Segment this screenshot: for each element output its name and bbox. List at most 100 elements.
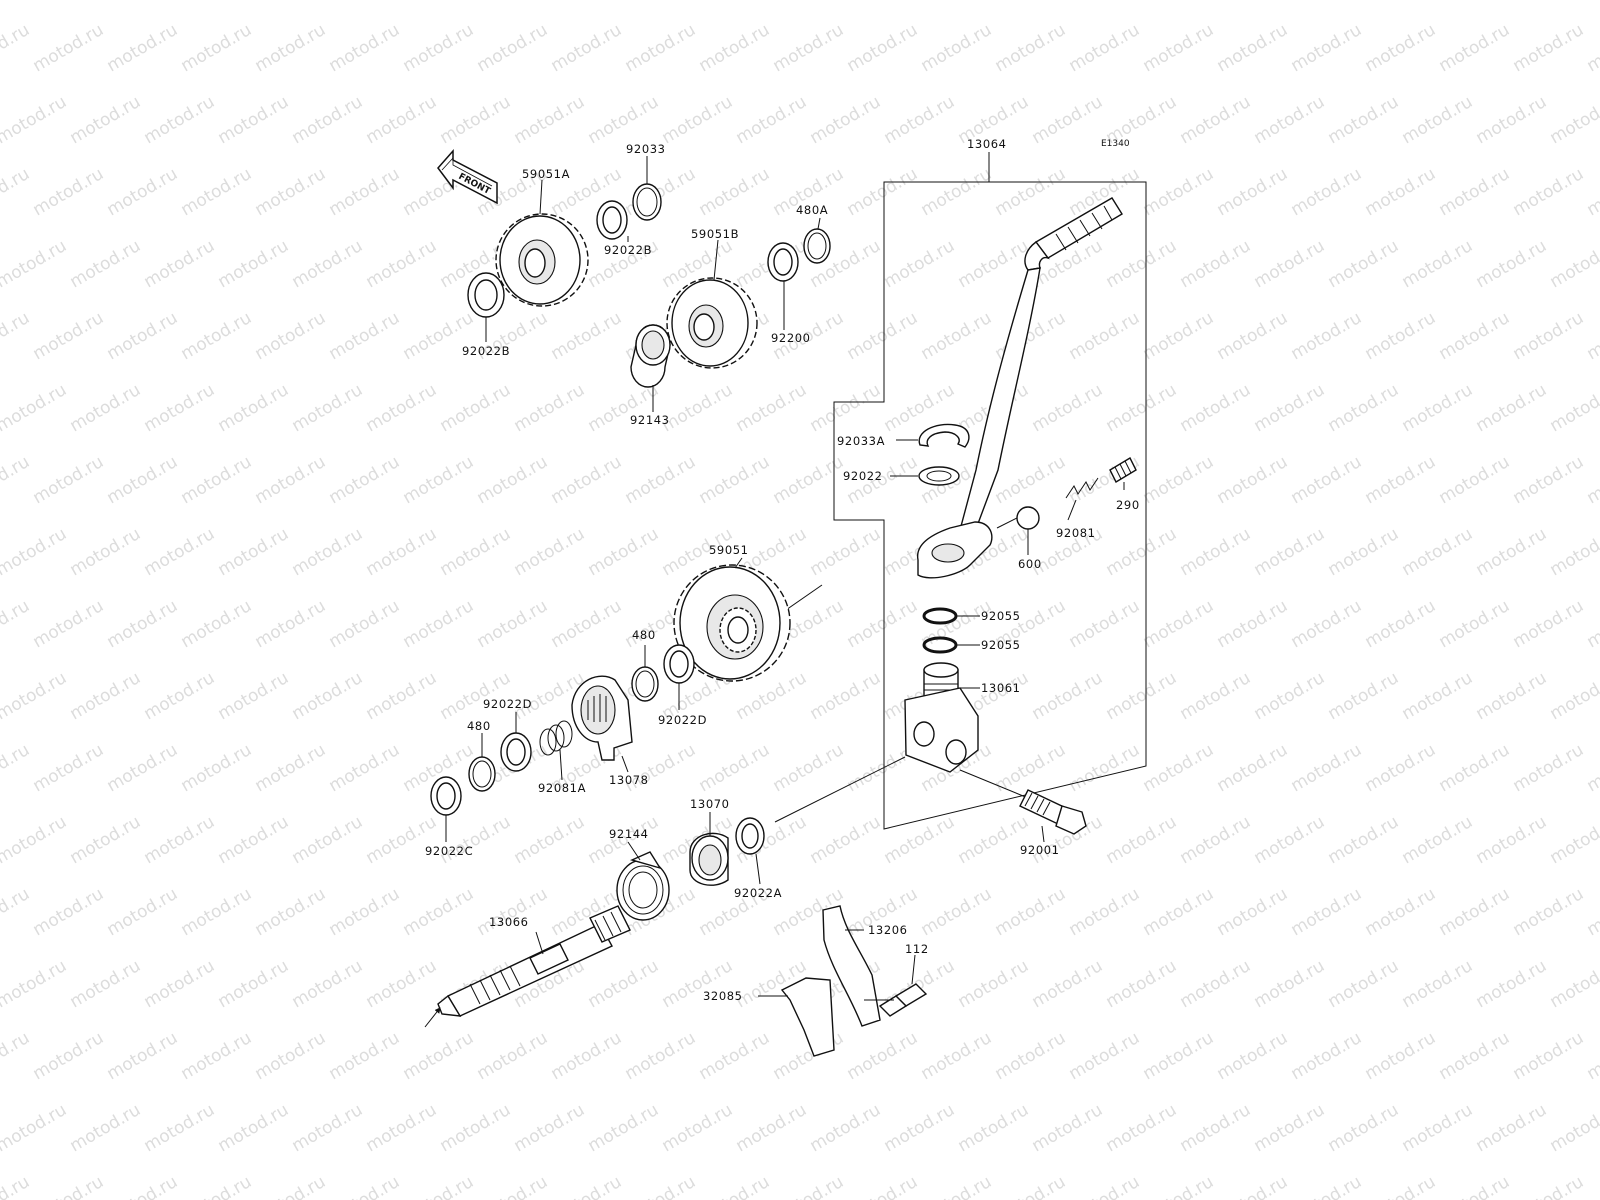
watermark-text: motod.ru <box>104 308 182 364</box>
watermark-text: motod.ru <box>585 956 663 1012</box>
watermark-text: motod.ru <box>0 164 33 220</box>
watermark-text: motod.ru <box>437 524 515 580</box>
watermark-text: motod.ru <box>215 812 293 868</box>
watermark-text: motod.ru <box>289 956 367 1012</box>
watermark-text: motod.ru <box>474 1172 552 1200</box>
label-59051A: 59051A <box>522 167 570 181</box>
watermark-text: motod.ru <box>955 0 1033 4</box>
watermark-text: motod.ru <box>0 956 70 1012</box>
watermark-text: motod.ru <box>1325 0 1403 4</box>
watermark-text: motod.ru <box>1288 308 1366 364</box>
label-480-left: 480 <box>467 719 491 733</box>
watermark-text: motod.ru <box>474 452 552 508</box>
watermark-text: motod.ru <box>955 956 1033 1012</box>
watermark-text: motod.ru <box>215 0 293 4</box>
watermark-text: motod.ru <box>955 1100 1033 1156</box>
label-92033A: 92033A <box>837 434 885 448</box>
watermark-text: motod.ru <box>1473 92 1551 148</box>
bolt-92001 <box>959 769 1087 835</box>
watermark-text: motod.ru <box>696 20 774 76</box>
watermark-text: motod.ru <box>1399 524 1477 580</box>
watermark-text: motod.ru <box>215 668 293 724</box>
watermark-text: motod.ru <box>770 20 848 76</box>
watermark-text: motod.ru <box>215 380 293 436</box>
watermark-text: motod.ru <box>1066 884 1144 940</box>
watermark-text: motod.ru <box>252 1028 330 1084</box>
watermark-text: motod.ru <box>178 884 256 940</box>
watermark-text: motod.ru <box>289 0 367 4</box>
label-112: 112 <box>905 942 929 956</box>
watermark-text: motod.ru <box>326 164 404 220</box>
watermark-text: motod.ru <box>1547 956 1600 1012</box>
watermark-text: motod.ru <box>67 92 145 148</box>
watermark-text: motod.ru <box>363 380 441 436</box>
watermark-text: motod.ru <box>67 0 145 4</box>
watermark-text: motod.ru <box>252 596 330 652</box>
watermark-text: motod.ru <box>1177 0 1255 4</box>
watermark-text: motod.ru <box>807 0 885 4</box>
watermark-text: motod.ru <box>992 452 1070 508</box>
watermark-text: motod.ru <box>0 380 70 436</box>
watermark-text: motod.ru <box>1140 596 1218 652</box>
watermark-text: motod.ru <box>1325 668 1403 724</box>
plug-290 <box>1109 457 1137 483</box>
watermark-text: motod.ru <box>622 164 700 220</box>
watermark-text: motod.ru <box>0 452 33 508</box>
watermark-text: motod.ru <box>104 164 182 220</box>
watermark-text: motod.ru <box>1029 0 1107 4</box>
watermark-text: motod.ru <box>844 20 922 76</box>
watermark-text: motod.ru <box>511 0 589 4</box>
watermark-text: motod.ru <box>0 596 33 652</box>
label-92143: 92143 <box>630 413 670 427</box>
assembly-outline-13064 <box>833 181 1147 830</box>
watermark-text: motod.ru <box>918 884 996 940</box>
watermark-text: motod.ru <box>733 92 811 148</box>
watermark-text: motod.ru <box>1473 956 1551 1012</box>
circlip-480 <box>631 666 659 702</box>
watermark-text: motod.ru <box>1362 1172 1440 1200</box>
watermark-text: motod.ru <box>1066 1172 1144 1200</box>
watermark-text: motod.ru <box>1510 20 1588 76</box>
label-480: 480 <box>632 628 656 642</box>
watermark-text: motod.ru <box>1177 236 1255 292</box>
watermark-text: motod.ru <box>1029 92 1107 148</box>
watermark-text: motod.ru <box>363 92 441 148</box>
watermark-text: motod.ru <box>1140 452 1218 508</box>
label-92022B-left: 92022B <box>462 344 510 358</box>
washer-92022B-top <box>596 200 628 240</box>
watermark-text: motod.ru <box>0 524 70 580</box>
watermark-text: motod.ru <box>881 0 959 4</box>
watermark-text: motod.ru <box>1584 308 1600 364</box>
shaft-13061 <box>904 662 979 773</box>
watermark-text: motod.ru <box>215 1100 293 1156</box>
watermark-text: motod.ru <box>215 92 293 148</box>
watermark-text: motod.ru <box>363 524 441 580</box>
watermark-text: motod.ru <box>1066 20 1144 76</box>
label-92022B-top: 92022B <box>604 243 652 257</box>
label-480A: 480A <box>796 203 828 217</box>
watermark-text: motod.ru <box>1584 884 1600 940</box>
watermark-text: motod.ru <box>844 1028 922 1084</box>
circlip-92033 <box>632 183 662 221</box>
watermark-text: motod.ru <box>104 20 182 76</box>
watermark-text: motod.ru <box>548 1172 626 1200</box>
watermark-text: motod.ru <box>326 1172 404 1200</box>
watermark-text: motod.ru <box>659 0 737 4</box>
watermark-text: motod.ru <box>992 20 1070 76</box>
watermark-text: motod.ru <box>0 884 33 940</box>
watermark-text: motod.ru <box>1362 308 1440 364</box>
washer-92022 <box>918 466 960 486</box>
watermark-text: motod.ru <box>1288 1172 1366 1200</box>
watermark-text: motod.ru <box>400 20 478 76</box>
watermark-text: motod.ru <box>585 1100 663 1156</box>
watermark-text: motod.ru <box>1325 812 1403 868</box>
watermark-text: motod.ru <box>215 524 293 580</box>
watermark-text: motod.ru <box>141 0 219 4</box>
watermark-text: motod.ru <box>400 884 478 940</box>
label-92033: 92033 <box>626 142 666 156</box>
watermark-text: motod.ru <box>992 1028 1070 1084</box>
watermark-text: motod.ru <box>474 884 552 940</box>
watermark-text: motod.ru <box>252 20 330 76</box>
label-13061: 13061 <box>981 681 1021 695</box>
